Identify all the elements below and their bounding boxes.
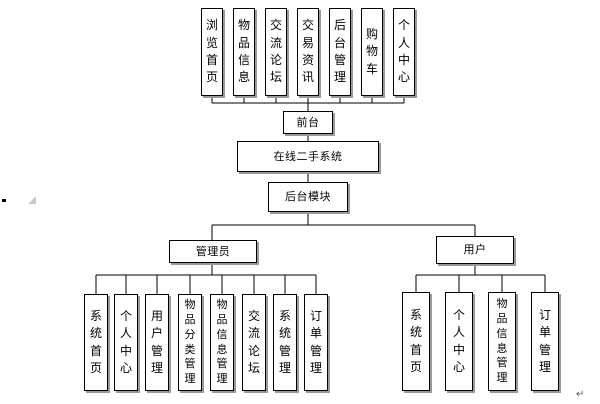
admin-node: 管理员	[169, 240, 257, 263]
admin-module-label: 交流论坛	[247, 308, 260, 375]
bullet-mark	[2, 199, 6, 202]
front-module-label: 后台管理	[333, 18, 346, 85]
admin-module-label: 系统管理	[278, 308, 291, 375]
system-title-node: 在线二手系统	[237, 141, 379, 172]
front-module-label: 交流论坛	[269, 18, 282, 85]
front-end-node: 前台	[283, 111, 333, 134]
user-module-label: 系统首页	[409, 307, 422, 374]
user-module-label: 个人中心	[452, 307, 465, 374]
admin-module-label: 物品分类管理	[184, 297, 196, 386]
front-module-cart: 购物车	[361, 8, 383, 96]
user-module-label: 订单管理	[538, 307, 551, 374]
paragraph-return-icon: ↵	[576, 389, 585, 400]
admin-module-forum: 交流论坛	[242, 294, 266, 391]
admin-module-item-management: 物品信息管理	[210, 294, 234, 391]
front-module-label: 物品信息	[237, 18, 250, 85]
admin-module-label: 系统首页	[89, 308, 102, 375]
user-label: 用户	[463, 243, 487, 257]
admin-module-label: 订单管理	[309, 308, 322, 375]
admin-module-label: 物品信息管理	[216, 297, 228, 386]
admin-module-label: 个人中心	[119, 308, 132, 375]
admin-module-personal-center: 个人中心	[114, 294, 138, 391]
admin-module-system-management: 系统管理	[273, 294, 297, 391]
front-module-label: 个人中心	[397, 18, 410, 85]
admin-module-system-home: 系统首页	[84, 294, 108, 391]
text-boundary-corner	[28, 196, 36, 204]
admin-module-label: 用户管理	[150, 308, 163, 375]
user-module-personal-center: 个人中心	[445, 292, 473, 391]
front-module-trade-news: 交易资讯	[297, 8, 319, 96]
admin-label: 管理员	[195, 244, 231, 258]
user-module-label: 物品信息管理	[496, 296, 508, 385]
admin-module-category-management: 物品分类管理	[178, 294, 202, 391]
front-module-item-info: 物品信息	[233, 8, 255, 96]
front-module-forum: 交流论坛	[265, 8, 287, 96]
user-node: 用户	[436, 236, 514, 264]
backend-label: 后台模块	[285, 190, 331, 204]
user-module-item-management: 物品信息管理	[488, 292, 516, 391]
admin-module-order-management: 订单管理	[304, 294, 328, 391]
admin-module-user-management: 用户管理	[145, 294, 169, 391]
user-module-order-management: 订单管理	[531, 292, 559, 391]
user-module-system-home: 系统首页	[402, 292, 430, 391]
system-title-label: 在线二手系统	[273, 149, 343, 163]
front-module-label: 交易资讯	[301, 18, 314, 85]
front-end-label: 前台	[296, 115, 320, 129]
front-module-label: 购物车	[365, 26, 378, 76]
front-module-label: 浏览首页	[205, 18, 218, 85]
front-module-browse-home: 浏览首页	[201, 8, 223, 96]
front-module-personal-center: 个人中心	[393, 8, 415, 96]
backend-node: 后台模块	[268, 182, 348, 212]
front-module-backend-admin: 后台管理	[329, 8, 351, 96]
